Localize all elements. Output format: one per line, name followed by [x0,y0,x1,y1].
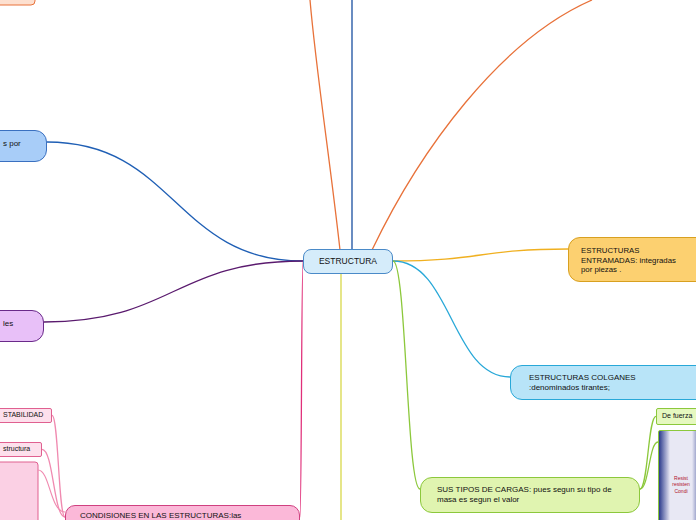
branch-line [310,0,340,250]
topic-box: s por [0,130,47,162]
branch-connector [42,449,65,517]
branch-connector [640,416,656,489]
node-text: CONDISIONES EN LAS ESTRUCTURAS:las [80,511,285,520]
node-text: ESTRUCTURAS ENTRAMADAS: integradas por p… [581,246,687,275]
central-topic: ESTRUCTURA [303,249,393,274]
node-text: Resist [661,475,696,481]
branch-connector [393,261,510,377]
branch-connector [640,442,658,489]
branch-connector [300,261,303,517]
partial-box [0,462,38,520]
node-text: ESTRUCTURAS COLGANES :denominados tirant… [529,373,685,393]
topic-box: les [0,310,44,342]
node-text: ESTRUCTURA [312,256,384,267]
image-box: ResistresistenCondi [658,430,696,520]
node-text: Condi [661,488,696,494]
subtopic-box: De fuerza [656,408,696,425]
subtopic-box: STABILIDAD [0,408,52,423]
topic-box: SUS TIPOS DE CARGAS: pues segun su tipo … [420,477,640,513]
branch-connector [52,415,65,517]
branch-connector [393,249,568,261]
node-text: STABILIDAD [3,411,47,420]
partial-box [0,0,35,5]
topic-box: CONDISIONES EN LAS ESTRUCTURAS:las [65,505,300,520]
node-text: s por [3,139,40,149]
topic-box: ESTRUCTURAS COLGANES :denominados tirant… [510,365,696,400]
node-text: structura [3,445,37,454]
branch-line [372,0,592,250]
node-text: SUS TIPOS DE CARGAS: pues segun su tipo … [437,485,623,505]
node-text: les [3,319,37,329]
branch-connector [44,261,303,322]
subtopic-box: structura [0,442,42,457]
node-text: De fuerza [662,412,696,421]
topic-box: ESTRUCTURAS ENTRAMADAS: integradas por p… [568,237,696,282]
branch-line [351,0,352,250]
branch-line [340,273,341,520]
node-text: resisten [661,481,696,487]
branch-connector [393,261,420,489]
branch-connector [47,142,303,261]
